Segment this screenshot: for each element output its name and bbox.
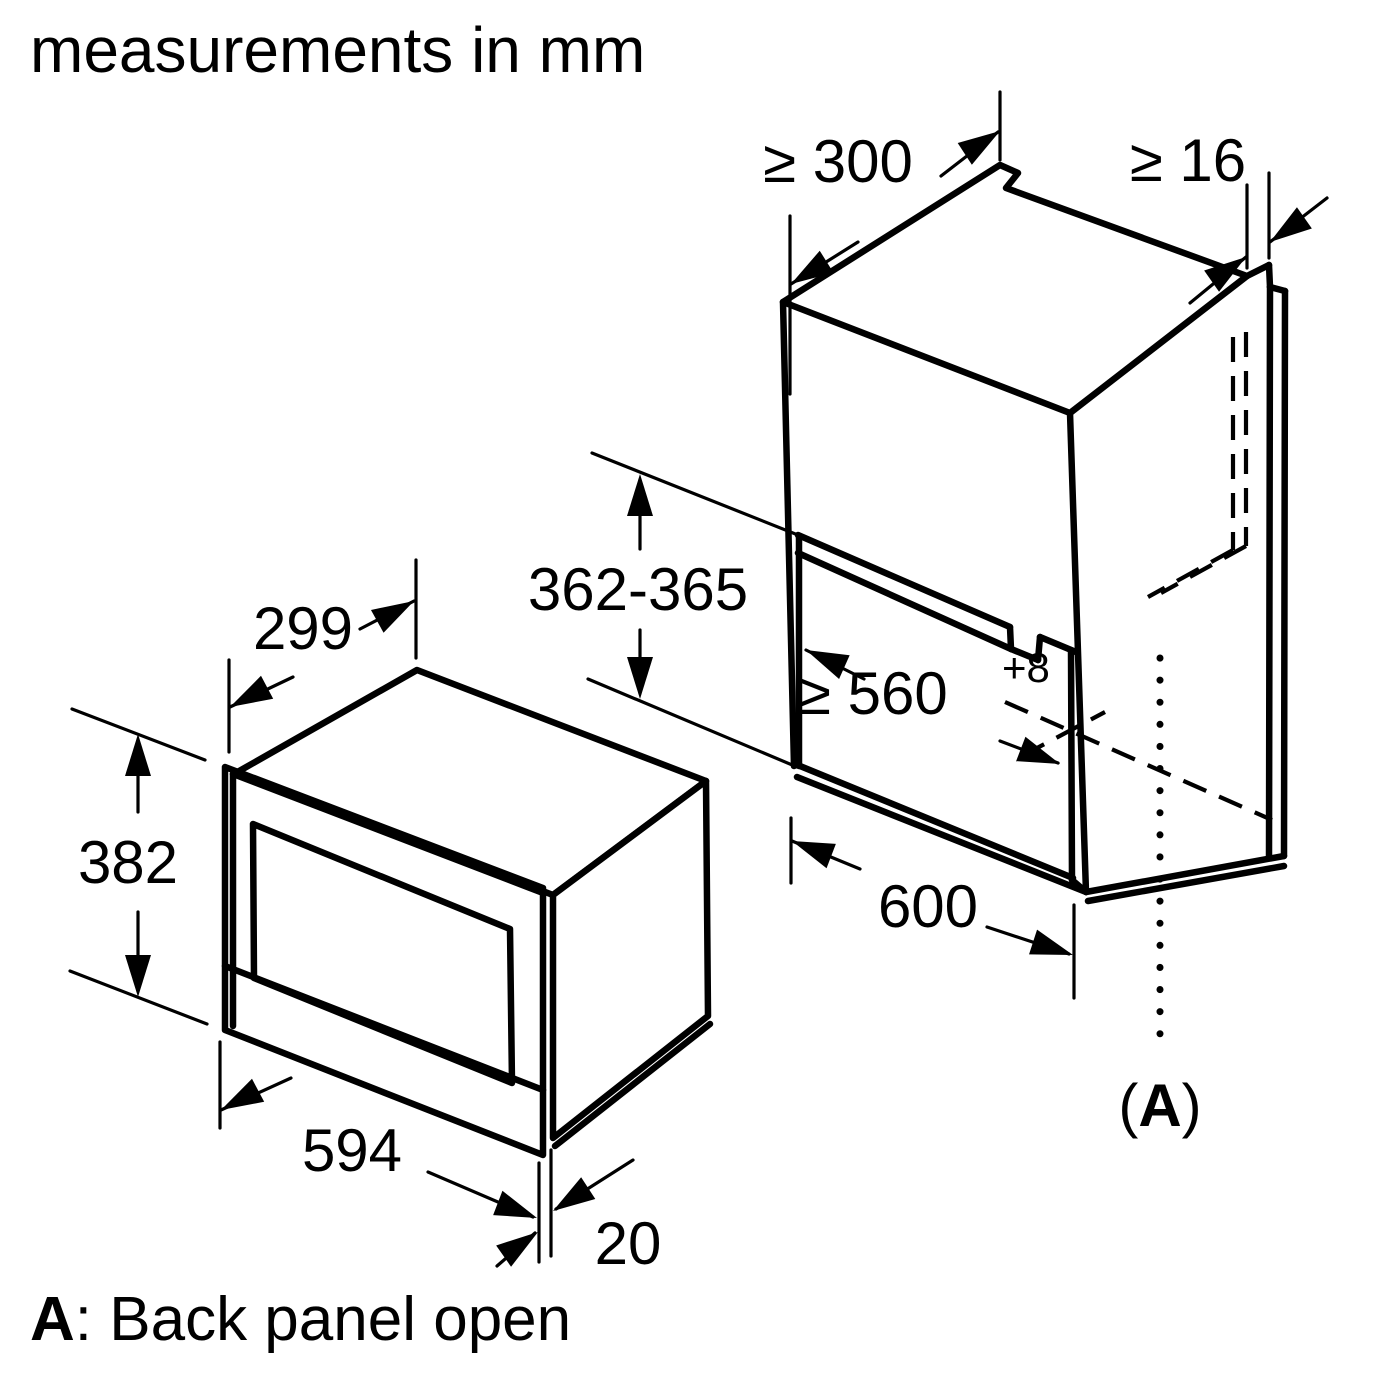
arrow-niche-height-top	[627, 474, 653, 516]
cabinet-top-depth-label: ≥ 300	[763, 128, 913, 195]
microwave-frame-inner-top-edge	[229, 770, 547, 897]
cabinet-rear-gap-label: ≥ 16	[1130, 127, 1246, 194]
cabinet-niche-width-label: ≥ 560	[798, 660, 948, 727]
caption-label: A	[30, 1285, 75, 1354]
microwave-door-window	[249, 820, 516, 1087]
microwave-height-label: 382	[78, 829, 178, 896]
caption-text: : Back panel open	[75, 1285, 571, 1354]
microwave-figure: 299 382 594 20	[68, 558, 714, 1277]
page-title: measurements in mm	[30, 14, 645, 86]
marker-letter: A	[1138, 1072, 1181, 1139]
microwave-bottom-edge-double	[551, 1020, 714, 1150]
arrow-382-bottom	[125, 955, 151, 997]
arrow-382-top	[125, 734, 151, 776]
microwave-frame-offset-label: 20	[595, 1210, 662, 1277]
arrow-600-left	[787, 828, 836, 869]
arrow-594-left	[214, 1078, 265, 1122]
arrow-20-outer	[545, 1177, 596, 1222]
marker-close: )	[1182, 1072, 1202, 1139]
marker-open: (	[1118, 1072, 1138, 1139]
arrow-299-front	[223, 675, 274, 719]
cabinet-extension-lines	[586, 90, 1271, 1000]
microwave-right-face	[549, 777, 712, 1142]
back-panel-marker: (A)	[1118, 1072, 1201, 1139]
cabinet-top-face	[779, 161, 1251, 417]
cabinet-niche-opening	[794, 531, 1090, 896]
microwave-width-label: 594	[302, 1117, 402, 1184]
arrow-600-right	[1029, 929, 1078, 968]
arrow-594-right	[493, 1190, 542, 1231]
cabinet-back-panel-edges	[1243, 261, 1289, 862]
cabinet-hidden-edges	[1004, 332, 1273, 822]
arrow-560-right	[1016, 736, 1065, 777]
microwave-door-band-line	[221, 962, 547, 1094]
caption: A: Back panel open	[30, 1285, 571, 1354]
cabinet-niche-height-label: 362-365	[528, 556, 748, 623]
cabinet-niche-width-tolerance: +8	[1002, 644, 1050, 691]
cabinet-width-label: 600	[878, 873, 978, 940]
cabinet-outer-edges	[779, 298, 1288, 905]
arrow-299-back	[370, 589, 421, 633]
arrow-niche-height-bottom	[627, 657, 653, 699]
cabinet-figure: ≥ 300 ≥ 16 362-365 ≥ 560 +8 600 (A)	[528, 90, 1329, 1139]
microwave-depth-label: 299	[253, 595, 353, 662]
